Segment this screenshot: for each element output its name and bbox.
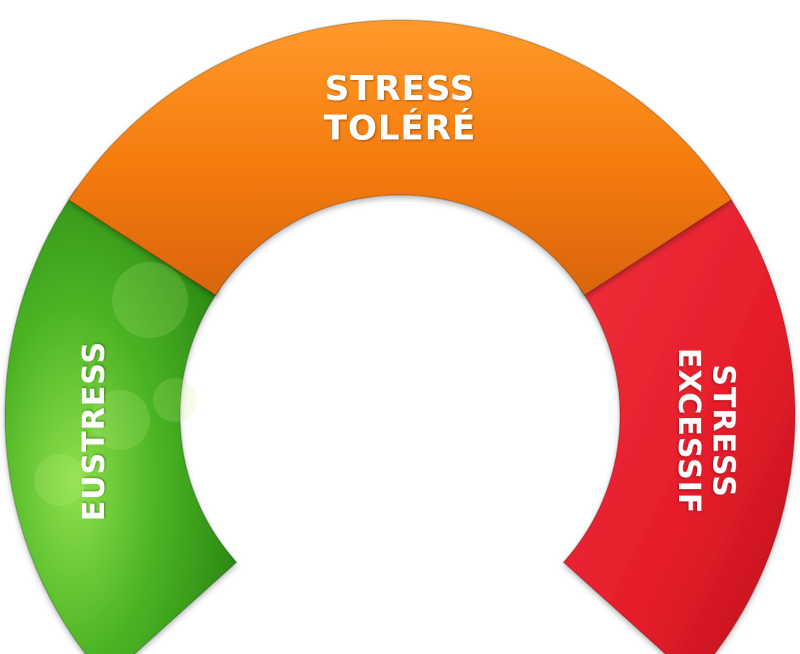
gauge-segment-red	[562, 187, 796, 654]
segment-label-line: STRESS	[706, 364, 741, 498]
segment-label-line: TOLÉRÉ	[324, 107, 476, 148]
segment-label-line: EXCESSIF	[671, 348, 706, 515]
green-texture-spot	[90, 390, 150, 450]
gauge-segment-orange	[67, 19, 733, 297]
gauge-segment-green	[4, 187, 238, 654]
segment-label-line: EUSTRESS	[77, 341, 112, 521]
green-texture-spot	[153, 378, 197, 422]
green-texture-spot	[112, 262, 188, 338]
segment-label-line: STRESS	[325, 69, 476, 109]
segment-label-red: STRESSEXCESSIF	[671, 348, 741, 515]
segment-label-green: EUSTRESS	[77, 341, 112, 521]
green-texture-spot	[34, 454, 86, 506]
